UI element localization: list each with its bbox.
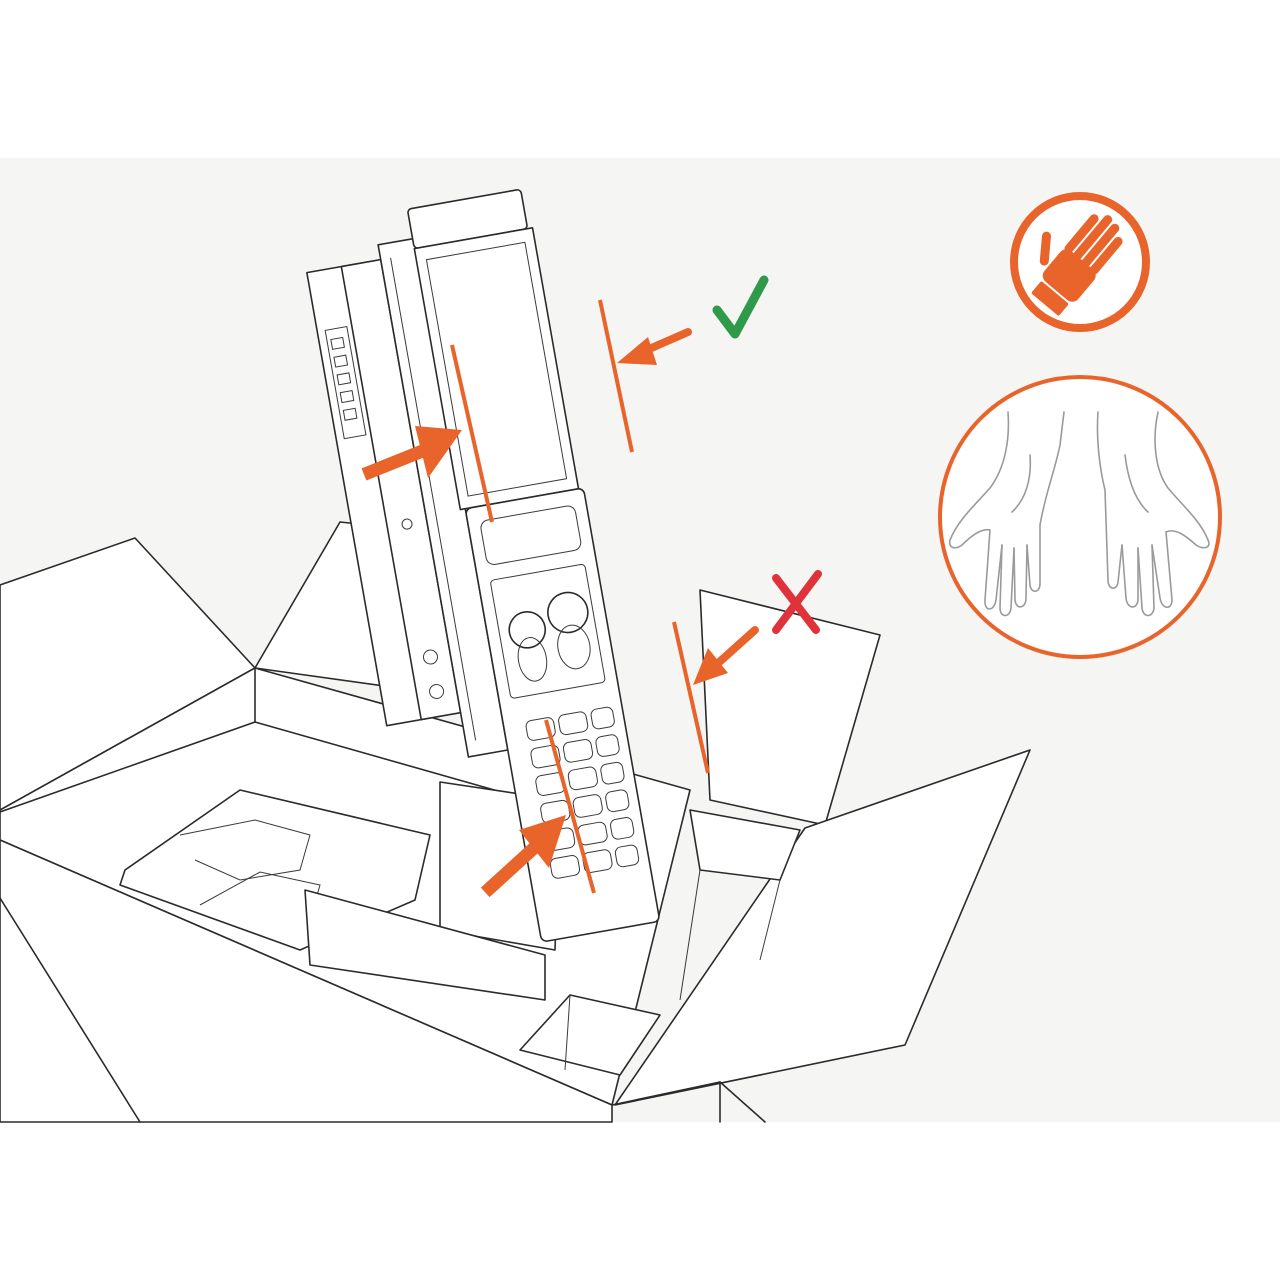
- chassis-screw: [429, 683, 445, 699]
- open-hands-icon: [938, 375, 1222, 659]
- lower-left-arrow: [480, 815, 566, 898]
- box-flap-right: [614, 749, 1031, 1106]
- upper-left-arrow: [361, 426, 462, 481]
- check-mark-icon: [712, 275, 769, 339]
- dispense-area: [490, 563, 606, 699]
- foam-block-front: [304, 889, 546, 1001]
- grip-line-lower-left: [544, 719, 596, 894]
- chassis-connectors: [330, 336, 358, 421]
- box-compartment: [519, 994, 661, 1076]
- grip-indicators: [361, 299, 759, 898]
- grip-line-upper-left: [450, 344, 494, 523]
- box-front-wall: [0, 839, 613, 1123]
- knob-right: [547, 591, 589, 634]
- grip-line-lower-right: [672, 621, 710, 774]
- grip-line-upper-right: [598, 299, 634, 453]
- upper-right-arrow: [617, 328, 692, 365]
- gloved-hand-icon: [1010, 192, 1150, 332]
- lower-right-arrow: [693, 626, 759, 685]
- x-mark-icon: [772, 570, 822, 634]
- chassis-screw: [422, 649, 438, 665]
- chassis-screw: [401, 518, 413, 530]
- knob-left: [508, 611, 547, 649]
